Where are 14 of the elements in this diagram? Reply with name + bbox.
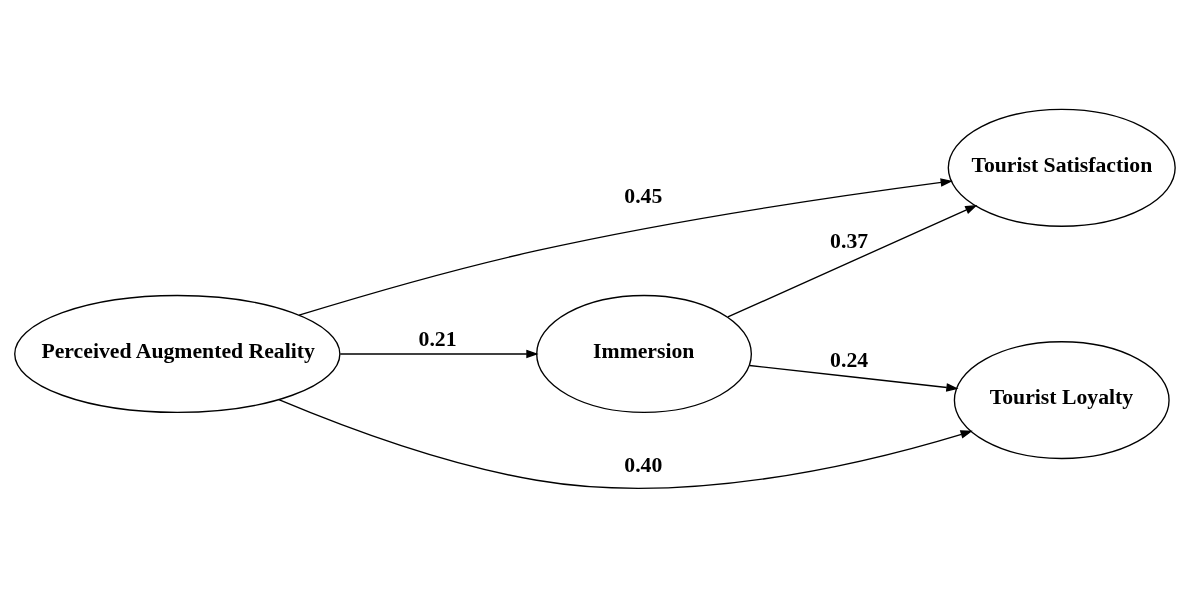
arrow bbox=[298, 178, 953, 316]
node-ellipse: Tourist Loyalty bbox=[953, 341, 1170, 460]
node-ellipse: Immersion bbox=[536, 294, 752, 414]
edge-label: 0.21 bbox=[418, 326, 457, 351]
arrow bbox=[727, 205, 978, 318]
arrow bbox=[278, 398, 973, 489]
arrow bbox=[339, 349, 539, 359]
node-ellipse: Tourist Satisfaction bbox=[947, 108, 1176, 227]
edge-label: 0.45 bbox=[624, 183, 663, 208]
edge-label: 0.37 bbox=[830, 228, 869, 253]
edge-label: 0.24 bbox=[830, 348, 869, 373]
arrow bbox=[748, 364, 959, 392]
node-ellipse: Perceived Augmented Reality bbox=[14, 294, 341, 414]
edge-label: 0.40 bbox=[624, 452, 663, 477]
